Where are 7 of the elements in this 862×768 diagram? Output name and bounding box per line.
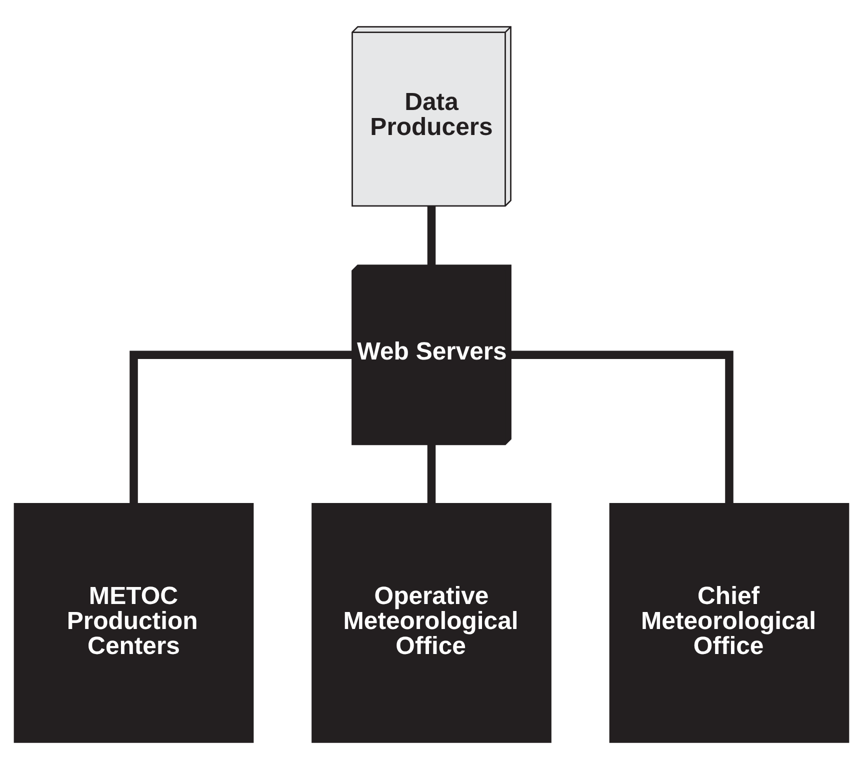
node-box: Operative Meteorological Office — [311, 502, 551, 742]
connector — [129, 350, 352, 503]
connector — [510, 350, 733, 503]
node-box: Chief Meteorological Office — [608, 502, 849, 742]
node-box: METOC Production Centers — [13, 502, 254, 742]
connector — [426, 206, 436, 264]
connector — [426, 444, 436, 503]
